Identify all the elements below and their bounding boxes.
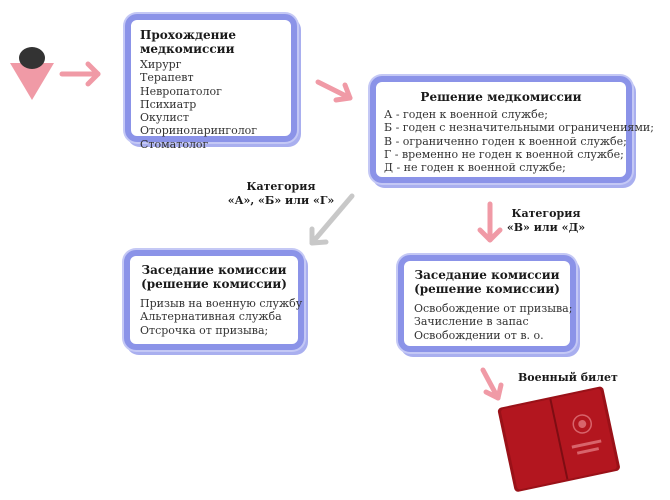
list-item: Психиатр (140, 97, 197, 111)
list-item: Б - годен с незначительными ограничениям… (384, 121, 654, 135)
arrow-commission-to-ticket (480, 367, 504, 401)
commission-right-decisions-list: Освобождение от призыва; Зачисление в за… (414, 302, 573, 342)
start-triangle-icon (10, 63, 54, 100)
list-item: Терапевт (140, 71, 194, 85)
list-item: Оториноларинголог (140, 124, 258, 138)
arrow-exam-to-decision (315, 79, 353, 103)
list-item: В - ограниченно годен к военной службе; (384, 134, 627, 148)
list-item: Освобождение от призыва; (414, 302, 573, 315)
list-item: Отсрочка от призыва; (140, 323, 269, 337)
category-label-left-line1: Категория (246, 180, 316, 193)
category-label-left: Категория «А», «Б» или «Г» (216, 180, 346, 208)
category-label-left-line2: «А», «Б» или «Г» (227, 194, 335, 207)
medical-decision-title: Решение медкомиссии (420, 90, 582, 104)
list-item: Призыв на военную службу (140, 297, 303, 310)
medical-exam-box: Прохождение медкомиссии Хирург Терапевт … (125, 14, 297, 151)
arrow-start-to-exam (59, 61, 101, 87)
start-circle-icon (19, 47, 45, 69)
commission-right-title-line1: Заседание комиссии (414, 268, 560, 282)
list-item: А - годен к военной службе; (384, 108, 548, 121)
list-item: Окулист (140, 111, 189, 125)
arrow-decision-to-left-commission (309, 193, 355, 246)
medical-exam-doctors-list: Хирург Терапевт Невропатолог Психиатр Ок… (140, 58, 282, 151)
commission-right-box: Заседание комиссии (решение комиссии) Ос… (398, 255, 576, 352)
commission-right-title-line2: (решение комиссии) (414, 282, 560, 296)
arrow-decision-to-right-commission (477, 201, 503, 243)
list-item: Невропатолог (140, 84, 222, 98)
category-label-right-line1: Категория (511, 207, 581, 220)
list-item: Г - временно не годен к военной службе; (384, 147, 624, 161)
commission-left-title-line1: Заседание комиссии (141, 263, 287, 277)
list-item: Зачисление в запас (414, 315, 529, 329)
commission-left-title-line2: (решение комиссии) (141, 277, 287, 291)
list-item: Хирург (140, 58, 182, 71)
medical-decision-categories-list: А - годен к военной службе; Б - годен с … (384, 108, 654, 175)
list-item: Альтернативная служба (140, 310, 282, 324)
medical-decision-box: Решение медкомиссии А - годен к военной … (370, 76, 654, 183)
military-ticket-label: Военный билет (518, 371, 618, 384)
list-item: Освобождении от в. о. (414, 328, 544, 342)
medical-exam-title: Прохождение медкомиссии (140, 28, 236, 56)
category-label-right: Категория «В» или «Д» (504, 207, 588, 235)
list-item: Д - не годен к военной службе; (384, 161, 566, 175)
list-item: Стоматолог (140, 137, 209, 151)
commission-left-decisions-list: Призыв на военную службу Альтернативная … (140, 297, 303, 337)
commission-left-box: Заседание комиссии (решение комиссии) Пр… (124, 250, 304, 350)
category-label-right-line2: «В» или «Д» (506, 221, 586, 234)
military-ticket-icon (497, 386, 620, 492)
